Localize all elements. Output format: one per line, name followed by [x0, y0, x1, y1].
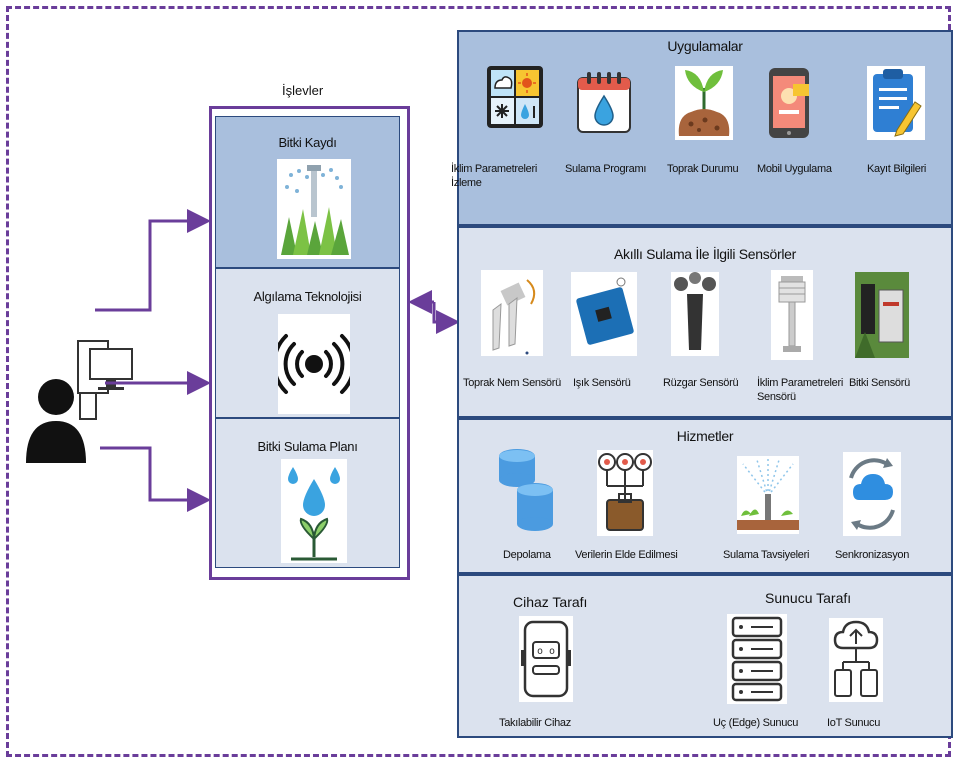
wearable-device-icon: o o: [519, 616, 573, 702]
irrigation-sprinkler-icon: [737, 456, 799, 534]
anemometer-icon: [671, 272, 719, 356]
plant-sensor-icon: [855, 272, 909, 358]
clipboard-pencil-icon: [867, 66, 925, 140]
function-plant-registration[interactable]: Bitki Kaydı: [215, 116, 400, 268]
infrastructure-panel: Cihaz Tarafı Sunucu Tarafı o o Takılabil…: [457, 574, 953, 738]
app-label: Mobil Uygulama: [757, 163, 832, 175]
climate-sensor-icon: [771, 270, 813, 360]
function-title: Bitki Kaydı: [278, 135, 337, 150]
functions-heading: İşlevler: [282, 83, 324, 98]
app-label: Toprak Durumu: [667, 163, 739, 175]
bidirectional-arrow: [408, 290, 460, 334]
light-sensor-icon: [571, 272, 637, 356]
function-irrigation-plan[interactable]: Bitki Sulama Planı: [215, 418, 400, 568]
server-side-title: Sunucu Tarafı: [765, 590, 852, 606]
calendar-drop-icon: [575, 70, 633, 136]
functions-frame: [209, 106, 410, 580]
function-sensing-technology[interactable]: Algılama Teknolojisi: [215, 268, 400, 418]
soil-moisture-sensor-icon: [481, 270, 543, 356]
app-label: İklim Parametreleri İzleme: [451, 163, 537, 189]
water-drop-sprout-icon: [281, 459, 347, 563]
server-rack-icon: [727, 614, 787, 704]
service-label: Verilerin Elde Edilmesi: [575, 549, 678, 561]
function-title: Algılama Teknolojisi: [253, 289, 362, 304]
device-label: Takılabilir Cihaz: [499, 717, 571, 729]
sensor-label: İklim Parametreleri Sensörü: [757, 377, 843, 403]
sensors-panel: Akıllı Sulama İle İlgili Sensörler Topra…: [457, 226, 953, 418]
app-label: Kayıt Bilgileri: [867, 163, 927, 175]
sensor-label: Rüzgar Sensörü: [663, 377, 739, 389]
applications-title: Uygulamalar: [667, 38, 743, 54]
mobile-phone-icon: [767, 66, 811, 140]
user-to-functions-arrows: [95, 209, 211, 512]
app-label: Sulama Programı: [565, 163, 647, 175]
service-label: Depolama: [503, 549, 551, 561]
services-title: Hizmetler: [676, 428, 734, 444]
database-icon: [495, 446, 557, 536]
signal-sensing-icon: [278, 314, 350, 414]
cloud-sync-icon: [843, 452, 901, 536]
server-label: IoT Sunucu: [827, 717, 881, 729]
service-label: Senkronizasyon: [835, 549, 910, 561]
sensor-label: Toprak Nem Sensörü: [463, 377, 561, 389]
applications-panel: Uygulamalar İklim Parametreleri İzleme S…: [451, 30, 953, 226]
sensor-label: Bitki Sensörü: [849, 377, 910, 389]
sprinkler-grass-icon: [277, 159, 351, 259]
weather-grid-icon: [485, 62, 545, 134]
service-label: Sulama Tavsiyeleri: [723, 549, 810, 561]
data-acquisition-icon: [597, 450, 653, 536]
sensors-title: Akıllı Sulama İle İlgili Sensörler: [614, 246, 796, 262]
device-side-title: Cihaz Tarafı: [513, 594, 588, 610]
server-label: Uç (Edge) Sunucu: [713, 717, 799, 729]
soil-plant-icon: [675, 66, 733, 140]
services-panel: Hizmetler Depolama Verilerin Elde Edilme…: [457, 418, 953, 574]
iot-cloud-server-icon: [829, 618, 883, 702]
function-title: Bitki Sulama Planı: [257, 439, 358, 454]
svg-text:o o: o o: [537, 646, 555, 657]
sensor-label: Işık Sensörü: [573, 377, 631, 389]
